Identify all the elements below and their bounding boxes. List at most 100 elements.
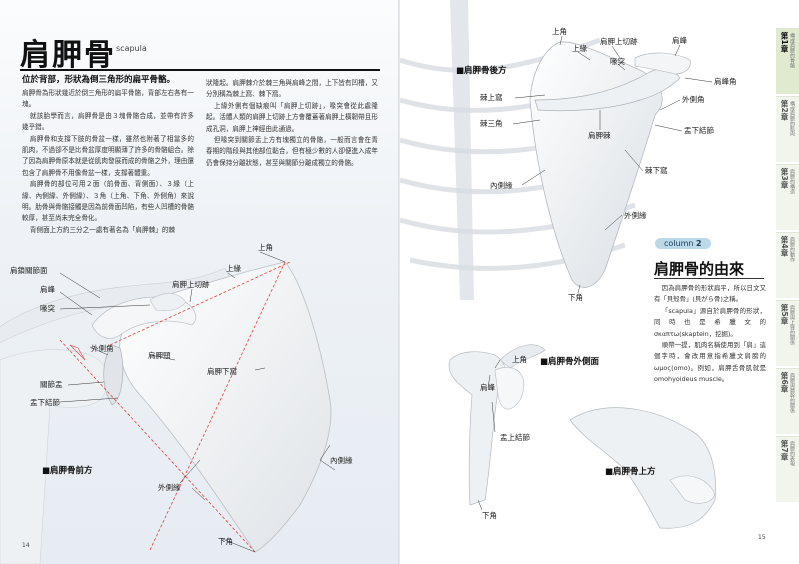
- left-page: 肩鎖關節面 肩峰 喙突 外側角 關節盂 盂下結節 上角 上緣 肩胛上切跡 肩胛頸…: [0, 0, 399, 564]
- page-title-latin: scapula: [116, 44, 147, 53]
- chapter-tab-6[interactable]: 第6章 肩膀與體幹的關係: [776, 368, 799, 434]
- label-superior-border: 上緣: [226, 263, 241, 273]
- label-lateral-border: 外側緣: [158, 482, 181, 492]
- label-posterior-coracoid: 喙突: [610, 56, 625, 66]
- leader-lines-right: [477, 35, 713, 511]
- anterior-scapula-illustration: 肩鎖關節面 肩峰 喙突 外側角 關節盂 盂下結節 上角 上緣 肩胛上切跡 肩胛頸…: [0, 242, 353, 564]
- column-tag: column 2: [655, 238, 763, 252]
- label-posterior-suprascapular-notch: 肩胛上切跡: [600, 36, 638, 46]
- chapter-tab-4[interactable]: 第4章 肩膀的動作: [776, 232, 799, 298]
- label-scapular-neck: 肩胛頸: [148, 350, 171, 360]
- column-paragraph: 因為肩胛骨的形狀扁平，所以日文又有「貝殼骨」(貝がら骨)之稱。: [654, 284, 766, 304]
- label-lateral-acromion: 肩峰: [480, 382, 495, 392]
- chapter-tab-title: 肩膀的動作: [789, 237, 795, 262]
- guide-line-1: [149, 261, 286, 551]
- chapter-tab-title: 肩膀的表現: [789, 441, 795, 466]
- label-inferior-angle: 下角: [218, 536, 233, 546]
- scapular-spine-shape: [534, 68, 681, 112]
- paragraph: 背側面上方約三分之一處有著名為「肩胛棘」的棘: [29, 225, 175, 234]
- label-lateral-inferior-angle: 下角: [482, 510, 497, 520]
- label-posterior-superior-border: 上緣: [572, 43, 587, 53]
- guide-line-3: [59, 339, 256, 553]
- label-posterior-lateral-angle: 外側角: [682, 94, 705, 104]
- column-paragraph: 「scapula」源自於肩胛骨的形狀，同時也是希臘文的σκαπτω(skapte…: [654, 306, 766, 338]
- superior-acromion-shape: [669, 475, 716, 504]
- label-subscapular-fossa: 肩胛下窩: [207, 366, 237, 376]
- label-spine-triangle: 棘三角: [480, 118, 503, 128]
- paragraph: 肩胛骨的部位可用２面（前骨面、背側面）、３緣（上緣、內側緣、外側緣）、３角（上角…: [22, 180, 194, 223]
- paragraph: 肩胛骨和支撐下肢的骨盆一樣，雖然也附著了相當多的肌肉，不過卻不是比骨盆厚度明顯薄…: [22, 134, 194, 177]
- page-title: 肩胛骨: [20, 38, 116, 73]
- chapter-tab-title: 構成肩膀的肌肉: [789, 101, 795, 136]
- column-divider: [654, 278, 764, 279]
- label-acromion: 肩峰: [40, 284, 55, 294]
- paragraph: 就該胎學而言，肩胛骨是由３塊骨骼合成，並帶有許多幾乎錯。: [22, 111, 194, 132]
- right-illustrations: 上角 上緣 肩胛上切跡 肩峰 喙突 肩峰角 棘上窩 外側角 棘三角 肩胛棘 盂下…: [400, 0, 737, 529]
- paragraph: 肩胛骨為形狀幾近於倒三角形的扁平骨骼，背部左右各有一塊。: [22, 89, 194, 109]
- caption-anterior: ■肩胛骨前方: [42, 465, 93, 476]
- chapter-tab-number: 第1章: [780, 32, 789, 53]
- body-text-column-1: 肩胛骨為形狀幾近於倒三角形的扁平骨骼，背部左右各有一塊。 就該胎學而言，肩胛骨是…: [22, 88, 194, 236]
- label-lateral-angle: 外側角: [91, 343, 114, 353]
- chapter-tab-7[interactable]: 第7章 肩膀的表現: [776, 436, 799, 502]
- label-superior-angle: 上角: [258, 242, 273, 252]
- superior-scapula-shape: [569, 407, 716, 529]
- column-body: 因為肩胛骨的形狀扁平，所以日文又有「貝殼骨」(貝がら骨)之稱。 「scapula…: [654, 283, 766, 386]
- label-posterior-acromion: 肩峰: [672, 35, 687, 45]
- label-scapular-spine: 肩胛棘: [588, 130, 611, 140]
- label-acromial-angle: 肩峰角: [714, 76, 737, 86]
- book-gutter: [398, 0, 401, 564]
- label-posterior-lateral-border: 外側緣: [624, 210, 647, 220]
- chapter-tab-number: 第7章: [780, 440, 789, 461]
- label-lateral-superior-angle: 上角: [512, 354, 527, 364]
- posterior-acromion-shape: [634, 52, 691, 75]
- label-supraglenoid-tubercle: 盂上結節: [500, 432, 530, 442]
- column-pill: column 2: [655, 238, 711, 249]
- lateral-angle-mark: [69, 344, 86, 361]
- chapter-tab-title: 肩膀與體幹的關係: [789, 373, 795, 413]
- lateral-coracoid-shape: [499, 344, 546, 369]
- chapter-tab-number: 第5章: [780, 304, 789, 325]
- page-number-left: 14: [22, 542, 30, 549]
- caption-posterior: ■肩胛骨後方: [456, 65, 507, 76]
- label-posterior-inferior-angle: 下角: [568, 292, 583, 302]
- label-infraglenoid-tubercle: 盂下結節: [30, 397, 60, 407]
- page-number-right: 15: [758, 534, 766, 541]
- chapter-tab-3[interactable]: 第3章 肩膀的構造: [776, 164, 799, 230]
- chapter-tab-5[interactable]: 第5章 肩膀與上臂的關係: [776, 300, 799, 366]
- column-number: 2: [696, 239, 702, 248]
- label-acromioclavicular-joint: 肩鎖關節面: [10, 265, 48, 275]
- label-posterior-infraglenoid: 盂下結節: [684, 125, 714, 135]
- lateral-scapula-shape: [448, 351, 507, 506]
- caption-superior: ■肩胛骨上方: [605, 466, 656, 477]
- caption-lateral: ■肩胛骨外側面: [540, 356, 600, 367]
- label-coracoid: 喙突: [40, 303, 55, 313]
- title-divider: [20, 69, 380, 71]
- right-page: 上角 上緣 肩胛上切跡 肩峰 喙突 肩峰角 棘上窩 外側角 棘三角 肩胛棘 盂下…: [400, 0, 799, 564]
- label-infraspinous-fossa: 棘下窩: [645, 165, 668, 175]
- paragraph: 但喙突到關節盂上方有塊獨立的骨骼，一般而言會在青春期的階段與其他部位黏合，但有極…: [206, 136, 378, 167]
- label-supraspinous-fossa: 棘上窩: [480, 92, 503, 102]
- chapter-tab-number: 第6章: [780, 372, 789, 393]
- chapter-tab-title: 構成肩膀的骨骼: [789, 33, 795, 68]
- leader-lines-left: [59, 251, 336, 553]
- guide-line-2: [109, 261, 291, 346]
- chapter-tab-number: 第2章: [780, 100, 789, 121]
- chapter-tab-number: 第3章: [780, 168, 789, 189]
- chapter-tab-2[interactable]: 第2章 構成肩膀的肌肉: [776, 96, 799, 162]
- paragraph: 狀隆起。肩胛棘介於棘三角與肩峰之間，上下皆有凹槽，又分別稱為棘上窩、棘下窩。: [206, 79, 378, 99]
- body-text-column-2: 狀隆起。肩胛棘介於棘三角與肩峰之間，上下皆有凹槽，又分別稱為棘上窩、棘下窩。 上…: [206, 78, 378, 169]
- label-posterior-medial-border: 內側緣: [490, 180, 513, 190]
- label-posterior-superior-angle: 上角: [552, 26, 567, 36]
- coracoid-shape: [149, 293, 187, 312]
- chapter-tab-1[interactable]: 第1章 構成肩膀的骨骼: [776, 28, 799, 94]
- column-title: 肩胛骨的由來: [654, 260, 745, 278]
- chapter-tab-title: 肩膀與上臂的關係: [789, 305, 795, 345]
- column-paragraph: 順帶一提，肌肉名稱使用到「肩」這個字時，會改用意指希臘文肩膀的ωμος(omo)…: [654, 341, 766, 384]
- label-medial-border: 內側緣: [330, 455, 353, 465]
- chapter-tab-title: 肩膀的構造: [789, 169, 795, 194]
- spine-column-shape: [450, 0, 474, 300]
- lateral-glenoid-shape: [494, 367, 525, 410]
- label-suprascapular-notch: 肩胛上切跡: [172, 279, 210, 289]
- paragraph: 上緣外側有個缺痕叫「肩胛上切跡」，喙突會從此處隆起。活體人類的肩胛上切跡上方會覆…: [206, 101, 378, 133]
